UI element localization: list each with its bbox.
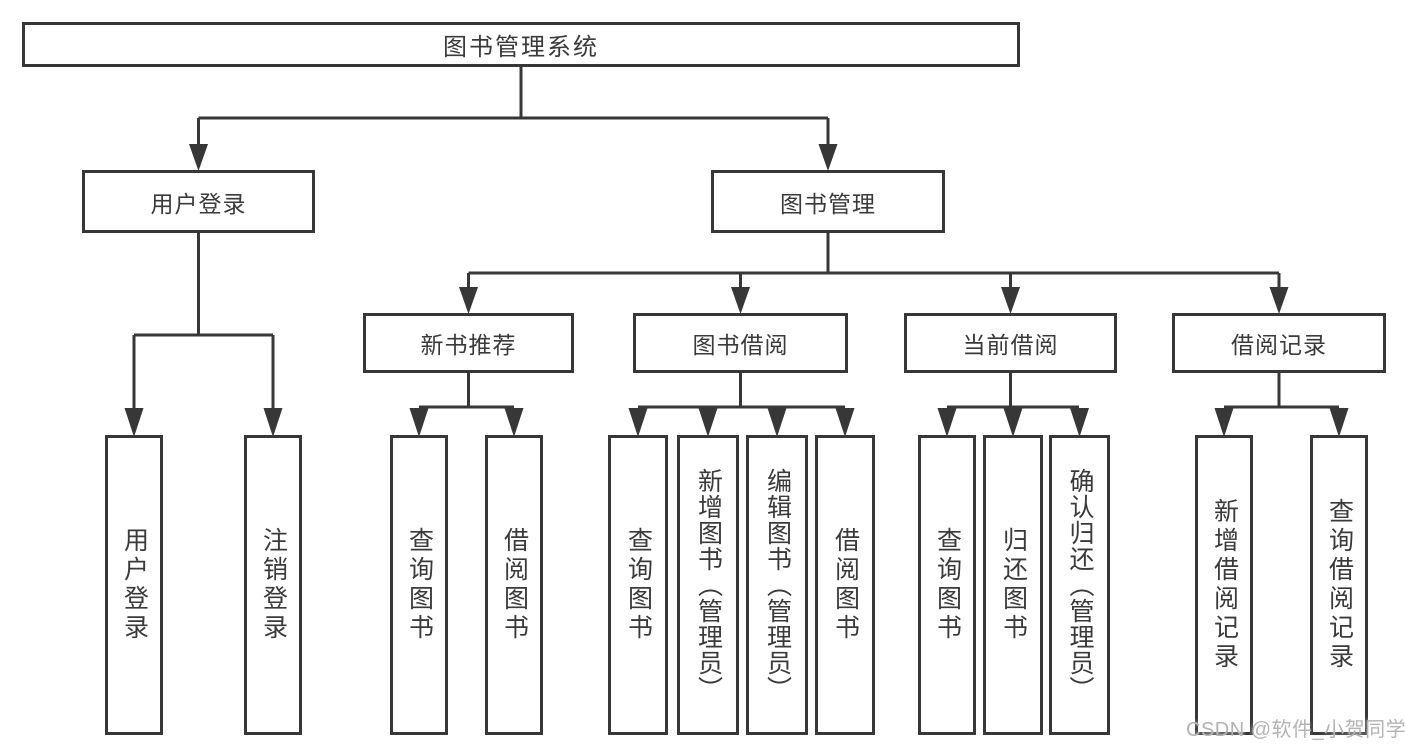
watermark-text: CSDN @软件_小贺同学 bbox=[1186, 719, 1405, 741]
leaf-recommend-borrow-books: 借阅图书 bbox=[485, 435, 543, 735]
node-book-management: 图书管理 bbox=[711, 170, 945, 233]
leaf-current-query-books: 查询图书 bbox=[918, 435, 976, 735]
node-current-borrow: 当前借阅 bbox=[904, 313, 1117, 373]
node-root-label: 图书管理系统 bbox=[443, 34, 599, 61]
leaf-recommend-query-books: 查询图书 bbox=[390, 435, 448, 735]
leaf-current-return-books-label: 归还图书 bbox=[999, 527, 1028, 643]
leaf-recommend-borrow-books-label: 借阅图书 bbox=[500, 527, 529, 643]
node-new-book-recommend: 新书推荐 bbox=[363, 313, 574, 373]
leaf-current-confirm-return-admin: 确认归还（管理员） bbox=[1049, 435, 1110, 735]
leaf-borrow-edit-books-admin-label: 编辑图书（管理员） bbox=[763, 468, 792, 702]
leaf-current-query-books-label: 查询图书 bbox=[933, 527, 962, 643]
leaf-current-return-books: 归还图书 bbox=[983, 435, 1043, 735]
leaf-login-user-login: 用户登录 bbox=[105, 435, 163, 735]
node-book-borrow: 图书借阅 bbox=[633, 313, 848, 373]
node-borrow-records-label: 借阅记录 bbox=[1231, 332, 1327, 358]
leaf-login-user-login-label: 用户登录 bbox=[120, 527, 149, 643]
leaf-recommend-query-books-label: 查询图书 bbox=[405, 527, 434, 643]
node-borrow-records: 借阅记录 bbox=[1172, 313, 1386, 373]
leaf-borrow-borrow-books: 借阅图书 bbox=[815, 435, 875, 735]
leaf-records-query-record: 查询借阅记录 bbox=[1310, 435, 1368, 735]
leaf-records-query-record-label: 查询借阅记录 bbox=[1325, 498, 1354, 672]
leaf-login-logout: 注销登录 bbox=[244, 435, 302, 735]
leaf-borrow-edit-books-admin: 编辑图书（管理员） bbox=[746, 435, 808, 735]
leaf-current-confirm-return-admin-label: 确认归还（管理员） bbox=[1066, 468, 1094, 702]
leaf-borrow-add-books-admin-label: 新增图书（管理员） bbox=[694, 468, 723, 702]
leaf-borrow-query-books: 查询图书 bbox=[608, 435, 668, 735]
leaf-records-add-record: 新增借阅记录 bbox=[1195, 435, 1253, 735]
leaf-borrow-query-books-label: 查询图书 bbox=[624, 527, 653, 643]
leaf-login-logout-label: 注销登录 bbox=[259, 527, 288, 643]
leaf-borrow-borrow-books-label: 借阅图书 bbox=[831, 527, 860, 643]
leaf-records-add-record-label: 新增借阅记录 bbox=[1210, 498, 1239, 672]
node-user-login-label: 用户登录 bbox=[150, 190, 247, 217]
node-user-login: 用户登录 bbox=[82, 170, 315, 233]
node-book-borrow-label: 图书借阅 bbox=[692, 332, 789, 358]
node-root: 图书管理系统 bbox=[22, 22, 1020, 67]
node-new-book-recommend-label: 新书推荐 bbox=[420, 332, 517, 358]
node-book-management-label: 图书管理 bbox=[780, 190, 876, 217]
leaf-borrow-add-books-admin: 新增图书（管理员） bbox=[677, 435, 739, 735]
node-current-borrow-label: 当前借阅 bbox=[962, 332, 1059, 358]
